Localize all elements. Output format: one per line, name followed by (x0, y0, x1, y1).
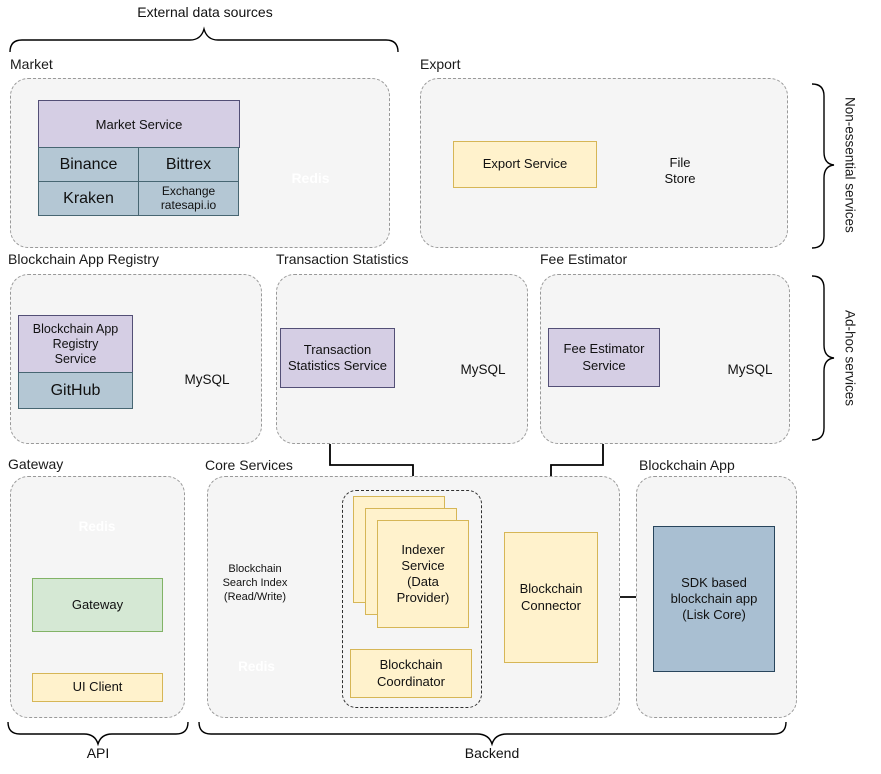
blockchain-app-group-label: Blockchain App (639, 457, 735, 473)
search-index-label: Blockchain Search Index (Read/Write) (222, 562, 288, 604)
export-group-label: Export (420, 56, 461, 72)
brace-external-data-sources (9, 26, 399, 53)
txstats-mysql-label: MySQL (460, 361, 506, 377)
ad-hoc-services-label: Ad-hoc services (842, 309, 858, 407)
gateway-redis-label: Redis (78, 518, 116, 534)
core-group-label: Core Services (205, 457, 293, 473)
file-store-label: File Store (664, 155, 696, 186)
registry-group-label: Blockchain App Registry (8, 251, 159, 267)
api-label: API (86, 745, 110, 761)
export-service-node: Export Service (453, 141, 597, 188)
ui-client-node: UI Client (32, 673, 163, 702)
registry-mysql-label: MySQL (184, 371, 230, 387)
blockchain-connector-node: Blockchain Connector (504, 532, 598, 663)
market-group-label: Market (10, 56, 53, 72)
txstats-service-node: Transaction Statistics Service (280, 328, 395, 388)
fee-service-node: Fee Estimator Service (548, 328, 660, 387)
market-redis-label: Redis (291, 169, 330, 186)
gateway-group-label: Gateway (8, 456, 64, 472)
registry-service-label: Blockchain App Registry Service (18, 315, 133, 373)
gateway-node: Gateway (32, 578, 163, 632)
fee-group-label: Fee Estimator (540, 251, 628, 267)
brace-api (7, 721, 189, 747)
brace-ad-hoc-services (811, 275, 835, 441)
blockchain-coordinator-node: Blockchain Coordinator (350, 649, 472, 698)
market-cell-kraken: Kraken (38, 181, 139, 216)
brace-backend (198, 721, 787, 747)
market-cell-binance: Binance (38, 147, 139, 182)
registry-github-cell: GitHub (18, 372, 133, 409)
indexer-service-node: Indexer Service (Data Provider) (377, 520, 469, 628)
fee-mysql-label: MySQL (727, 361, 773, 377)
indexer-cluster-container (342, 490, 482, 708)
non-essential-services-label: Non-essential services (842, 97, 858, 233)
core-redis-label: Redis (238, 658, 275, 674)
backend-label: Backend (464, 745, 520, 761)
market-cell-bittrex: Bittrex (138, 147, 239, 182)
market-cell-exchange-ratesapi: Exchange ratesapi.io (138, 181, 239, 216)
external-data-sources-label: External data sources (137, 4, 273, 20)
brace-non-essential-services (811, 83, 835, 249)
market-service-node: Market Service Binance Bittrex Kraken Ex… (38, 100, 240, 216)
registry-service-node: Blockchain App Registry Service GitHub (18, 315, 133, 409)
txstats-group-label: Transaction Statistics (276, 251, 409, 267)
market-service-header: Market Service (38, 100, 240, 148)
sdk-blockchain-app-node: SDK based blockchain app (Lisk Core) (653, 526, 775, 672)
